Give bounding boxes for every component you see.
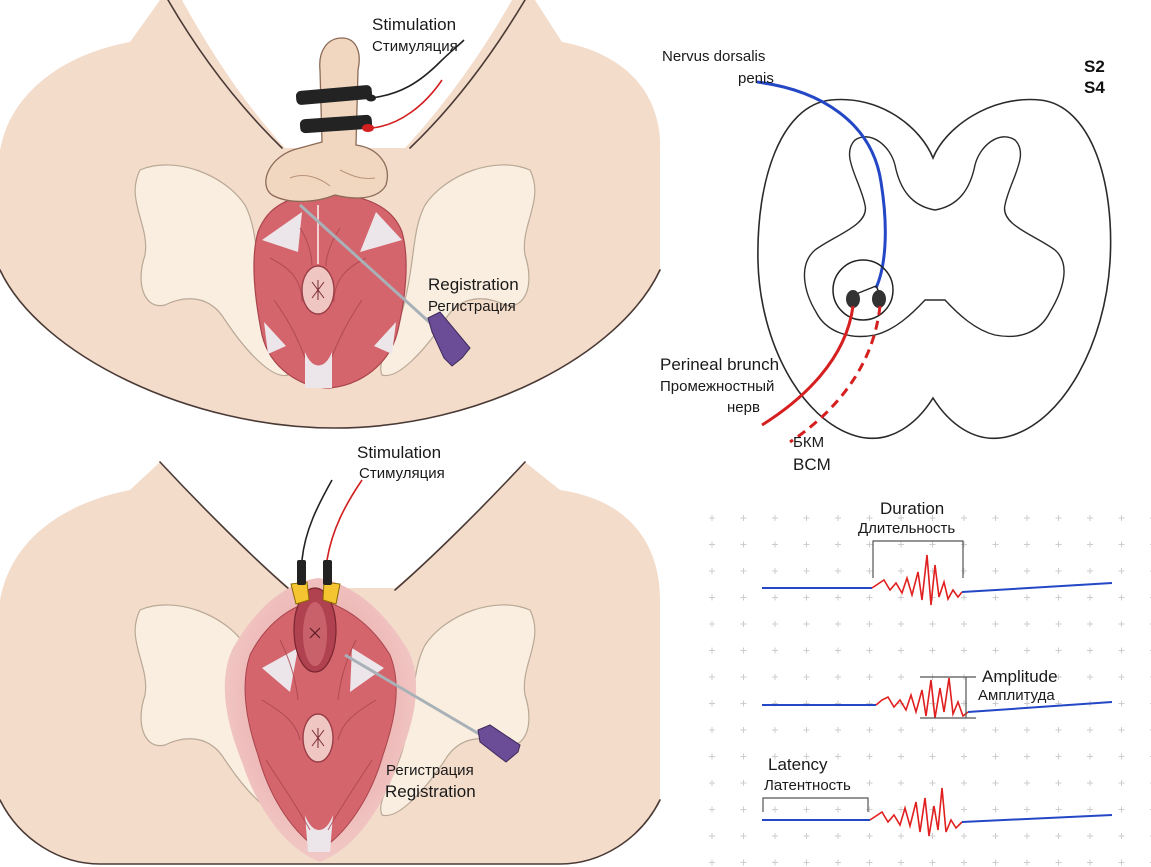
- female-stimulation-label-en: Stimulation: [357, 443, 441, 462]
- muscle-label-ru: БКМ: [793, 434, 824, 451]
- reflex-arc-diagram: Nervus dorsalis penis S2 S4 Perineal bru…: [660, 48, 1111, 474]
- clip-holder-right: [323, 560, 332, 585]
- male-stimulation-label-ru: Стимуляция: [372, 38, 458, 55]
- segment-label-s4: S4: [1084, 78, 1105, 97]
- afferent-nerve-label-line2: penis: [738, 70, 774, 87]
- efferent-nerve-label-line1: Perineal brunch: [660, 355, 779, 374]
- latency-label-en: Latency: [768, 755, 828, 774]
- male-red-connector: [362, 124, 374, 132]
- amplitude-label-en: Amplitude: [982, 667, 1058, 686]
- efferent-nerve-label-line3: нерв: [727, 399, 760, 416]
- female-red-lead-wire: [327, 480, 362, 560]
- male-registration-label-ru: Регистрация: [428, 298, 516, 315]
- afferent-nerve-label-line1: Nervus dorsalis: [662, 48, 765, 65]
- segment-label-s2: S2: [1084, 57, 1105, 76]
- muscle-label-en: BCM: [793, 455, 831, 474]
- female-registration-label-en: Registration: [385, 782, 476, 801]
- male-black-connector: [366, 95, 376, 102]
- motor-neuron-left: [846, 290, 860, 308]
- latency-label-ru: Латентность: [764, 777, 851, 794]
- female-registration-label-ru: Регистрация: [386, 762, 474, 779]
- ring-electrode-lower: [300, 115, 373, 134]
- motor-neuron-right: [872, 290, 886, 308]
- vaginal-introitus: [303, 602, 327, 666]
- male-stimulation-label-en: Stimulation: [372, 15, 456, 34]
- waveform-grid: [697, 505, 1151, 867]
- male-registration-label-en: Registration: [428, 275, 519, 294]
- clip-holder-left: [297, 560, 306, 585]
- male-perineum-illustration: Stimulation Стимуляция Registration Реги…: [0, 0, 660, 428]
- female-black-lead-wire: [302, 480, 332, 560]
- efferent-nerve-label-line2: Промежностный: [660, 378, 774, 395]
- female-stimulation-label-ru: Стимуляция: [359, 465, 445, 482]
- female-perineum-illustration: Stimulation Стимуляция Регистрация Regis…: [0, 443, 660, 864]
- amplitude-label-ru: Амплитуда: [978, 687, 1055, 704]
- duration-label-ru: Длительность: [858, 520, 955, 537]
- duration-label-en: Duration: [880, 499, 944, 518]
- response-waveforms: Duration Длительность Amplitude Амплитуд…: [697, 499, 1151, 867]
